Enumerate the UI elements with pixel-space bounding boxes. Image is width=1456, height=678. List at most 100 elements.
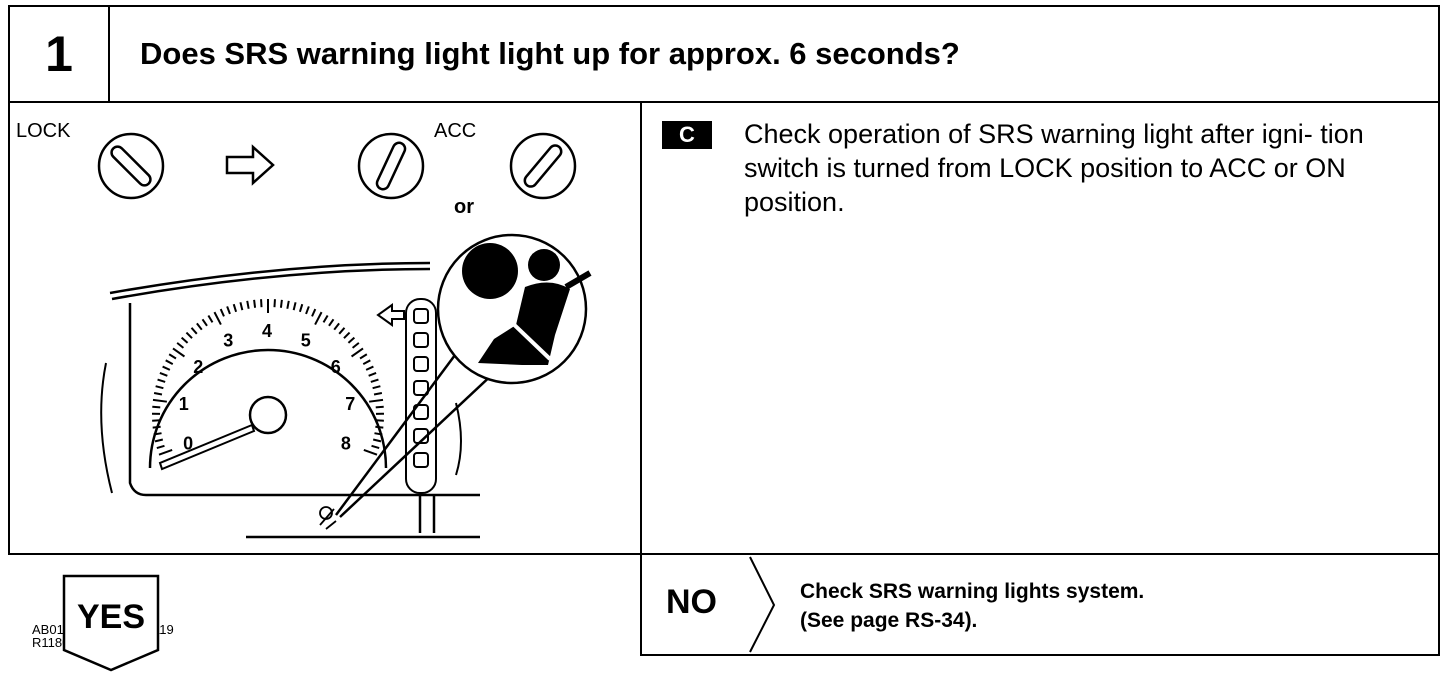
tach-tick — [153, 392, 163, 396]
ignition-and-cluster-illustration: LOCK ACC or 0 123 4 567 8 — [16, 120, 592, 539]
tach-tick — [213, 311, 222, 325]
tach-tick — [168, 353, 177, 360]
tach-tick — [373, 392, 383, 396]
tach-tick — [190, 327, 198, 335]
tach-tick — [338, 327, 346, 335]
tach-tick — [305, 306, 310, 315]
or-label: or — [454, 196, 474, 218]
tach-number: 4 — [262, 321, 272, 341]
tach-tick — [162, 365, 171, 371]
no-branch-action: Check SRS warning lights system. (See pa… — [800, 577, 1144, 635]
tach-tick — [152, 398, 168, 403]
tach-tick — [375, 405, 384, 409]
tach-tick — [226, 306, 231, 315]
instrument-cluster — [100, 261, 480, 539]
tach-tick — [201, 318, 208, 327]
tach-tick — [333, 322, 340, 331]
tach-tick — [156, 444, 165, 450]
tach-tick — [298, 303, 304, 313]
tachometer: 0 123 4 567 8 — [148, 299, 388, 471]
tach-tick — [311, 308, 317, 317]
tach-tick — [347, 336, 356, 344]
no-branch-box: NO Check SRS warning lights system. (See… — [640, 553, 1440, 656]
key-on-icon — [509, 132, 577, 200]
tach-tick — [172, 347, 186, 358]
tach-tick — [350, 347, 364, 358]
no-label: NO — [666, 583, 717, 621]
tach-tick — [279, 299, 283, 308]
tach-tick — [372, 438, 382, 443]
tach-needle — [158, 423, 256, 471]
tach-tick — [246, 300, 250, 309]
yes-arrow-badge — [62, 574, 160, 672]
tach-tick — [196, 322, 203, 331]
srs-warning-light-icon — [436, 233, 592, 385]
key-acc-icon — [357, 132, 425, 200]
tach-tick — [372, 385, 381, 390]
tach-tick — [253, 299, 257, 308]
tach-tick — [152, 425, 161, 429]
tach-tick — [158, 448, 173, 456]
tach-tick — [374, 432, 383, 436]
tach-number: 1 — [179, 394, 189, 414]
tach-tick — [180, 336, 189, 344]
tach-tick — [286, 300, 290, 309]
lock-label: LOCK — [16, 120, 71, 142]
tach-tick — [322, 314, 329, 323]
srs-symbol-small-icon — [319, 506, 337, 530]
tach-tick — [165, 359, 174, 365]
tach-tick — [232, 303, 238, 313]
step-header: 1 Does SRS warning light light up for ap… — [8, 5, 1440, 103]
tach-tick — [157, 378, 166, 383]
tach-tick — [343, 331, 351, 339]
tach-tick — [176, 342, 185, 349]
tach-tick — [159, 372, 168, 377]
tach-tick — [363, 448, 378, 456]
needle-hub — [248, 395, 288, 435]
tach-tick — [154, 438, 164, 443]
tach-number: 3 — [223, 330, 233, 350]
tach-tick — [359, 353, 368, 360]
key-lock-icon — [97, 132, 165, 200]
tach-tick — [375, 425, 384, 429]
tach-tick — [362, 359, 371, 365]
step-number: 1 — [45, 26, 73, 82]
step-question: Does SRS warning light light up for appr… — [140, 36, 960, 71]
step-number-cell: 1 — [10, 7, 110, 101]
tach-number: 5 — [301, 330, 311, 350]
turn-signal-left-icon — [376, 303, 405, 327]
instruction-text: Check operation of SRS warning light aft… — [744, 119, 1364, 217]
yes-label: YES — [76, 598, 146, 636]
tach-tick — [292, 302, 297, 311]
tach-tick — [239, 302, 244, 311]
arrow-right-icon — [225, 144, 275, 186]
indicator-column — [405, 298, 462, 494]
tach-tick — [185, 331, 193, 339]
tach-tick — [351, 342, 360, 349]
tach-tick — [219, 308, 225, 317]
check-badge: C — [662, 121, 712, 149]
tach-tick — [370, 378, 379, 383]
tach-tick — [155, 385, 164, 390]
tach-tick — [368, 398, 384, 403]
no-action-line: (See page RS-34). — [800, 609, 978, 632]
chevron-right-icon — [749, 556, 776, 653]
tach-tick — [207, 314, 214, 323]
tach-number: 8 — [341, 434, 351, 454]
instruction-panel: C Check operation of SRS warning light a… — [640, 101, 1440, 555]
tach-tick — [371, 444, 380, 450]
no-action-line: Check SRS warning lights system. — [800, 580, 1145, 603]
callout-pointer — [334, 350, 497, 518]
tach-tick — [368, 372, 377, 377]
tach-number: 0 — [183, 434, 193, 454]
tach-tick — [365, 365, 374, 371]
tach-tick — [328, 318, 335, 327]
tach-number: 2 — [193, 357, 203, 377]
tach-tick — [152, 405, 161, 409]
tach-tick — [153, 432, 162, 436]
tach-number: 6 — [331, 357, 341, 377]
acc-label: ACC — [434, 120, 476, 142]
tach-tick — [314, 311, 323, 325]
tach-number: 7 — [345, 394, 355, 414]
